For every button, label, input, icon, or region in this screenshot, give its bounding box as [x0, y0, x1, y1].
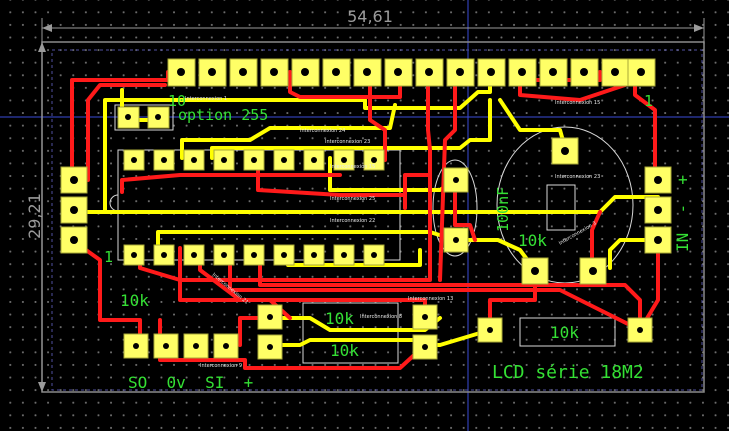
interconnexion-label: Interconnexion 23 — [555, 174, 600, 180]
interconnexion-label: Interconnexion 23 — [325, 139, 370, 145]
keepout-outline — [51, 49, 703, 391]
pads — [60, 58, 672, 360]
resistor-label: 10k — [518, 231, 547, 250]
resistor-label: 10k — [330, 341, 359, 360]
interconnexion-label: Interconnexion 15 — [555, 100, 600, 106]
interconnexion-label: Interconnexion 8 — [360, 314, 402, 320]
pin1-label-right: 1 — [644, 92, 653, 110]
option-label: option 255 — [178, 106, 268, 124]
height-dimension: 29,21 — [25, 193, 44, 239]
board-title: LCD série 18M2 — [492, 362, 644, 383]
resistor-label: 10k — [550, 323, 579, 342]
power-in-label: IN - + — [673, 175, 692, 252]
interconnexion-label: Interconnexion 24 — [300, 128, 345, 134]
capacitor-label: 100nF — [494, 187, 512, 232]
interconnexion-label: Interconnexion 9 — [200, 363, 242, 369]
interconnexion-label: Interconnexion 13 — [408, 296, 453, 302]
pin10-label: 10 — [168, 92, 186, 110]
resistor-label: 10k — [120, 291, 149, 310]
interconnexion-label: Interconnexion 15 — [330, 164, 375, 170]
bottom-header-label: SO 0v SI + — [128, 373, 253, 392]
pin1-label-left: 1 — [104, 248, 113, 266]
pad-holes — [70, 68, 662, 350]
interconnexion-label: Interconnexion 22 — [330, 218, 375, 224]
interconnexion-label: Interconnexion 1 — [185, 96, 227, 102]
width-dimension: 54,61 — [347, 7, 393, 26]
dimension-width — [41, 18, 705, 44]
resistor-label: 10k — [325, 309, 354, 328]
interconnexion-label: Interconnexion 25 — [330, 196, 375, 202]
dimension-height — [38, 42, 46, 392]
